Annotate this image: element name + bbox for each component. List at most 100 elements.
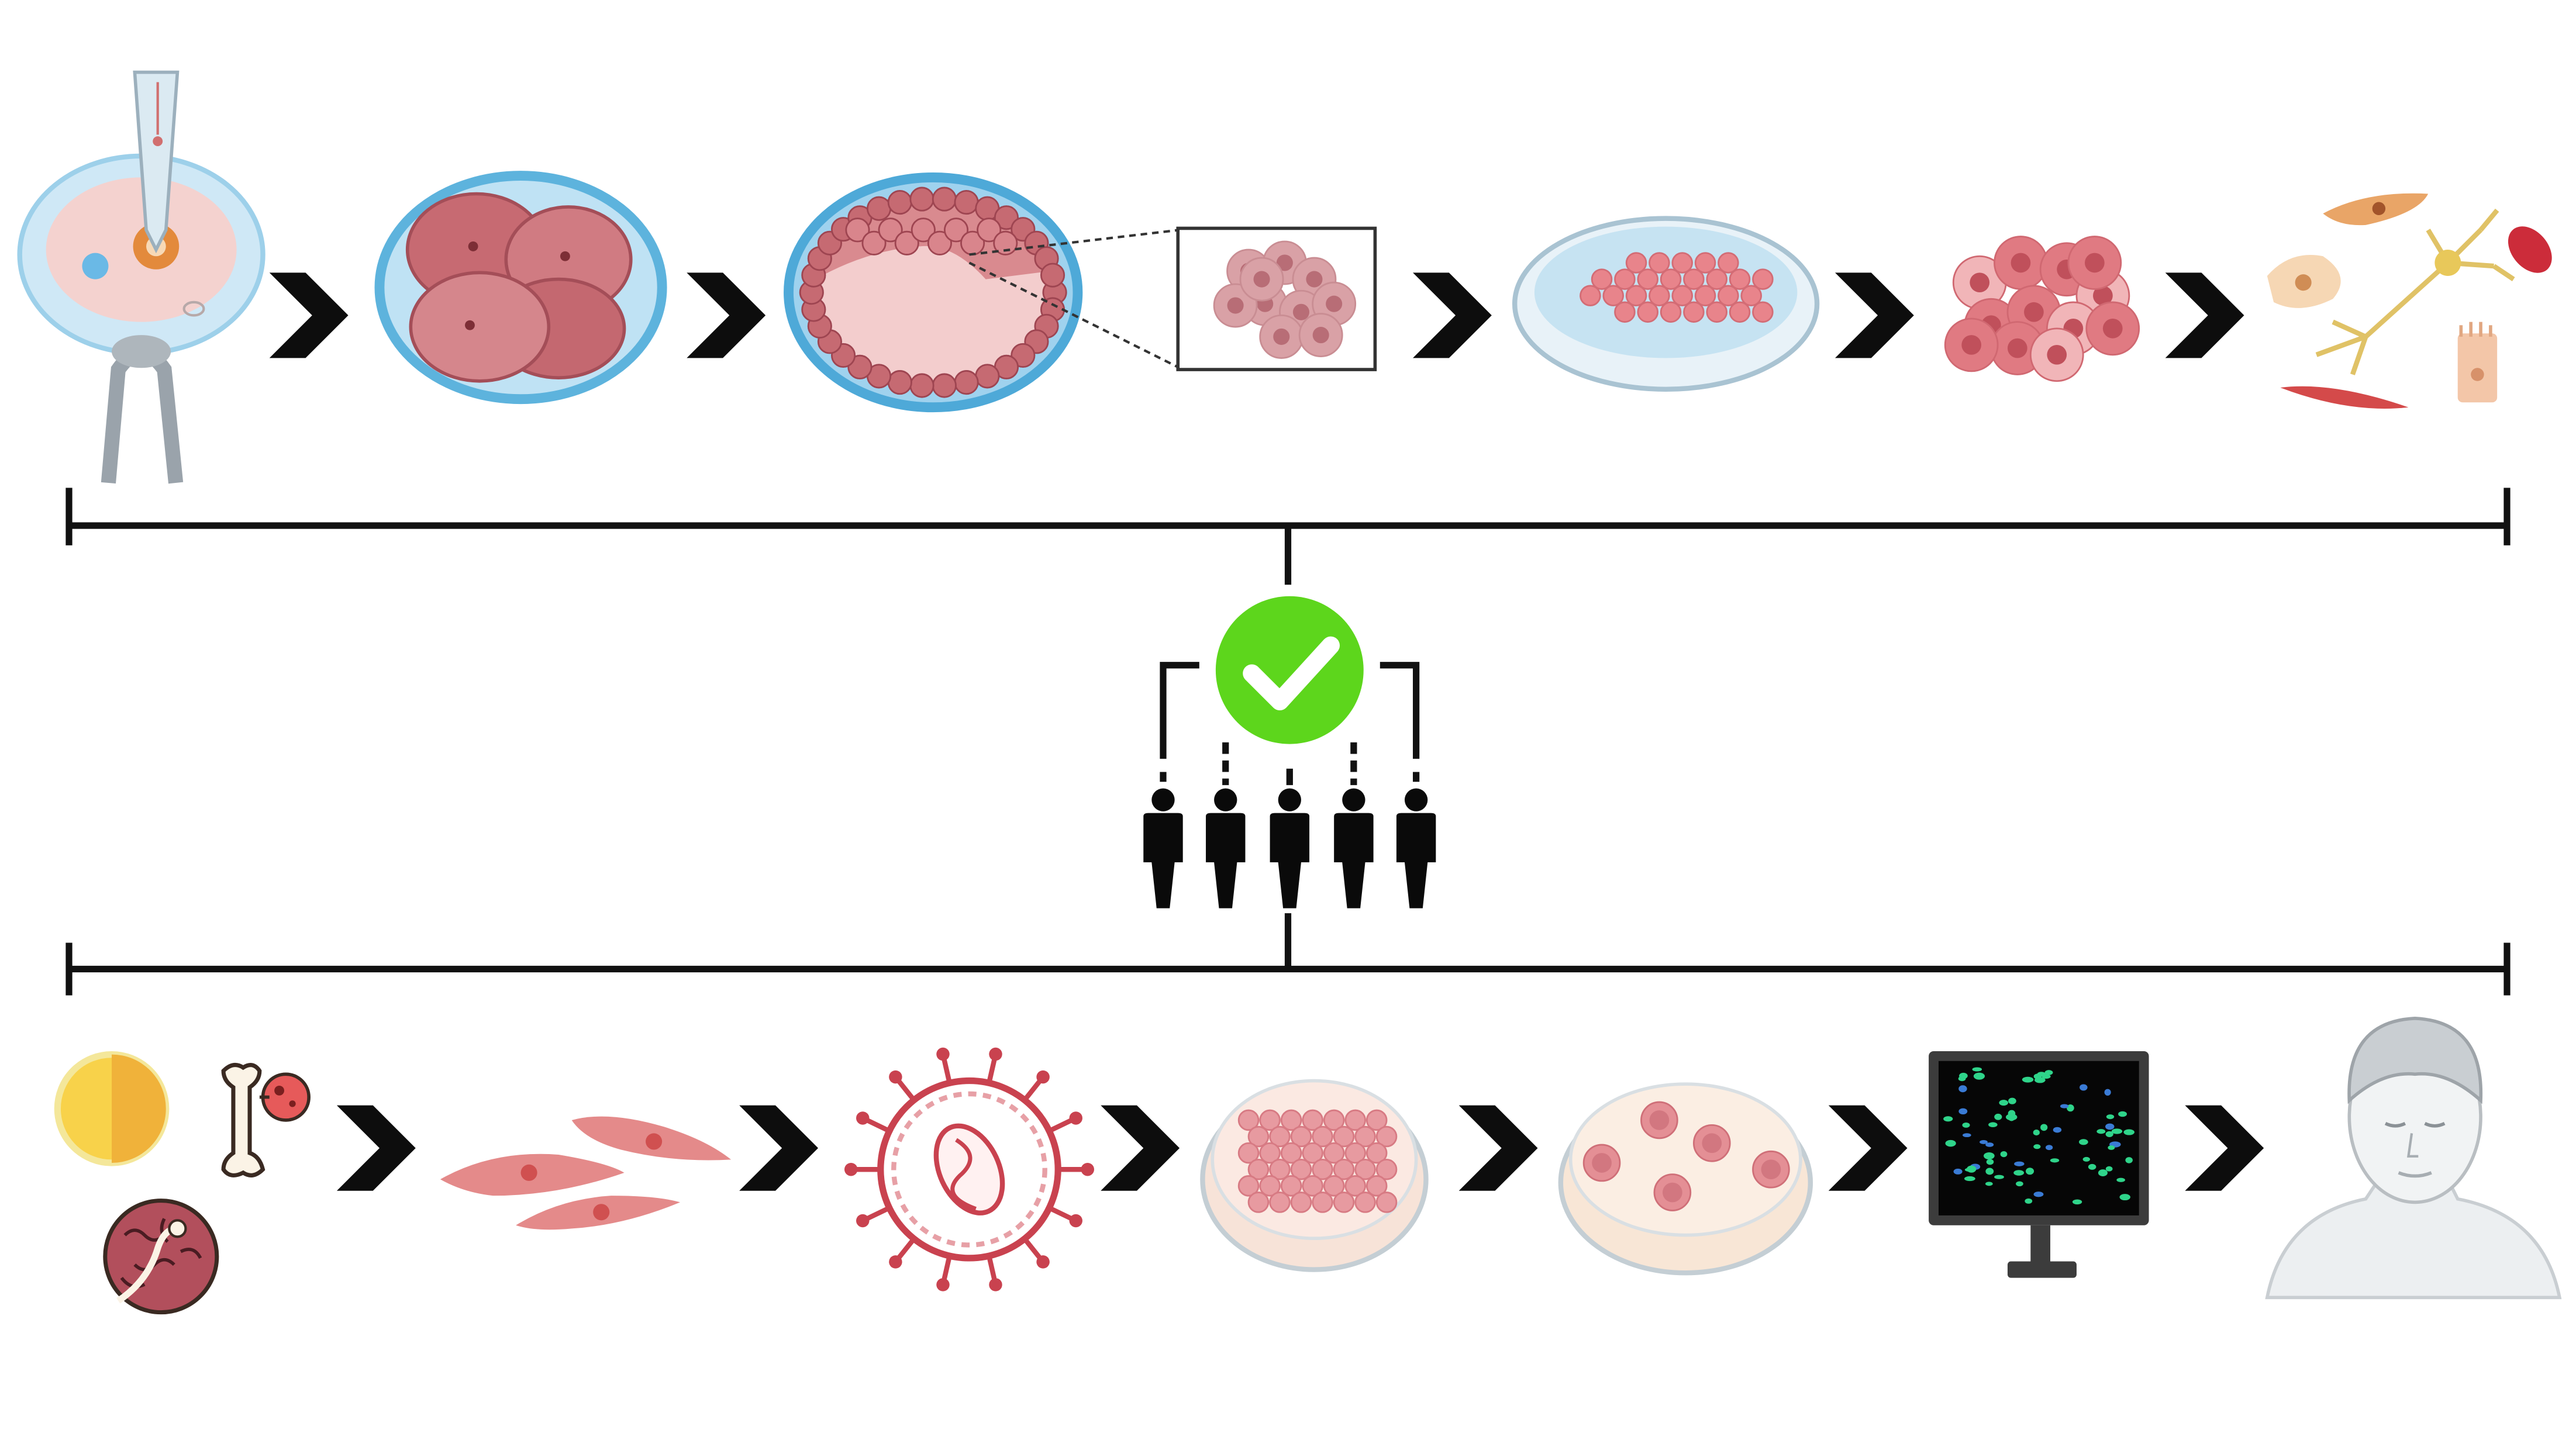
cell-shape <box>1365 1109 1388 1131</box>
cell-shape <box>1237 1175 1260 1197</box>
cell-shape <box>1280 1109 1302 1131</box>
cell-shape <box>1694 285 1716 306</box>
cell-shape <box>1961 335 1982 355</box>
virus-spike-tip <box>889 1255 902 1269</box>
ipsc-colonies-dish-icon <box>1558 1082 1813 1276</box>
arrow-chevron-icon <box>1101 1105 1180 1191</box>
cell-shape <box>1365 1175 1388 1197</box>
fluorescent-cell-dot <box>2045 1145 2053 1151</box>
arrow-chevron-icon <box>269 272 349 358</box>
virus-spike-tip <box>936 1047 950 1061</box>
blastocyst-icon <box>784 172 1083 413</box>
arrow-chevron-icon <box>1834 272 1914 358</box>
virus-spike-tip <box>889 1070 902 1084</box>
fluorescent-cell-dot <box>2053 1127 2062 1133</box>
cell-shape <box>2024 302 2044 322</box>
cell-shape <box>954 189 979 215</box>
virus-spike-tip <box>989 1278 1002 1291</box>
cell-shape <box>1227 297 1244 314</box>
arrow-chevron-icon <box>1413 272 1492 358</box>
cell-shape <box>1706 268 1727 290</box>
cell-shape <box>1040 263 1065 288</box>
cell-shape <box>932 187 957 212</box>
fluorescent-cell-dot <box>2026 1168 2034 1175</box>
transduced-culture-dish-icon <box>1200 1079 1429 1272</box>
cell-shape <box>1625 285 1647 306</box>
cell-shape <box>975 364 1000 389</box>
cell-shape <box>932 373 957 398</box>
cell-shape <box>993 230 1018 255</box>
screening-monitor-icon <box>1929 1051 2149 1278</box>
fluorescent-cell-dot <box>1973 1072 1985 1080</box>
cell-shape <box>994 205 1019 230</box>
cell-shape <box>1375 1125 1398 1148</box>
cell-shape <box>1292 303 1310 320</box>
fluorescent-cell-dot <box>2098 1169 2108 1177</box>
cell-shape <box>1247 1192 1270 1213</box>
arrow-chevron-icon <box>739 1105 819 1191</box>
differentiated-cells-icon <box>2267 193 2552 409</box>
fluorescent-cell-dot <box>2033 1192 2044 1197</box>
cell-shape <box>1259 1109 1281 1131</box>
viral-vector-icon <box>844 1047 1095 1291</box>
cell-shape <box>1302 1142 1323 1164</box>
cell-shape <box>1625 252 1647 274</box>
cell-shape <box>1649 285 1670 306</box>
fluorescent-cell-dot <box>2116 1177 2126 1182</box>
cell-shape <box>1290 1125 1312 1148</box>
cell-shape <box>1649 252 1670 274</box>
cell-shape <box>1694 252 1716 274</box>
cell-shape <box>2093 285 2113 306</box>
fluorescent-cell-dot <box>2096 1129 2106 1134</box>
fluorescent-cell-dot <box>2106 1114 2115 1120</box>
fluorescent-cell-dot <box>1984 1152 1995 1160</box>
fluorescent-cell-dot <box>2014 1161 2025 1166</box>
fluorescent-cell-dot <box>1985 1168 1994 1175</box>
cell-shape <box>894 230 919 255</box>
cell-shape <box>2047 344 2067 365</box>
virus-spike-tip <box>1069 1111 1082 1125</box>
cell-shape <box>1637 268 1658 290</box>
cell-shape <box>1752 301 1774 323</box>
fluorescent-cell-dot <box>1967 1165 1977 1173</box>
cell-shape <box>878 217 903 243</box>
cell-shape <box>1259 1142 1281 1164</box>
person-icon <box>1206 788 1246 909</box>
cell-shape <box>1580 285 1601 306</box>
cell-shape <box>1602 285 1625 306</box>
fluorescent-cell-dot <box>1994 1113 2002 1120</box>
cell-shape <box>887 370 912 395</box>
fluorescent-cell-dot <box>1985 1142 1994 1147</box>
cell-shape <box>1637 301 1658 323</box>
fluorescent-cell-dot <box>1985 1182 1993 1186</box>
cell-shape <box>1740 285 1762 306</box>
cell-shape <box>1729 301 1751 323</box>
cell-shape <box>1663 1182 1682 1203</box>
cell-shape <box>954 370 979 395</box>
cell-shape <box>1333 1192 1355 1213</box>
cell-shape <box>1344 1175 1366 1197</box>
fluorescent-cell-dot <box>1945 1139 1956 1147</box>
cell-shape <box>1302 1175 1323 1197</box>
es-cell-culture-dish-icon <box>1512 216 1820 392</box>
arrow-chevron-icon <box>1828 1105 1908 1191</box>
fluorescent-cell-dot <box>1986 1159 1994 1165</box>
cell-shape <box>1273 328 1290 345</box>
fluorescent-cell-dot <box>2060 1104 2069 1108</box>
fluorescent-cell-dot <box>2108 1145 2115 1150</box>
fluorescent-cell-dot <box>2022 1076 2034 1083</box>
virus-spike-tip <box>1069 1214 1082 1228</box>
virus-spike-tip <box>856 1214 870 1228</box>
cell-shape <box>1354 1158 1376 1180</box>
cell-shape <box>977 217 1002 243</box>
virus-spike-tip <box>1081 1162 1095 1176</box>
cell-shape <box>1344 1109 1366 1131</box>
cell-shape <box>1354 1125 1376 1148</box>
cell-shape <box>866 196 892 221</box>
fluorescent-cell-dot <box>2033 1129 2040 1136</box>
cell-shape <box>1237 1142 1260 1164</box>
tissue-sources-icon <box>54 1051 311 1315</box>
fluorescent-cell-dot <box>2111 1128 2123 1134</box>
fluorescent-cell-dot <box>2123 1129 2135 1135</box>
cell-shape <box>1312 1192 1333 1213</box>
